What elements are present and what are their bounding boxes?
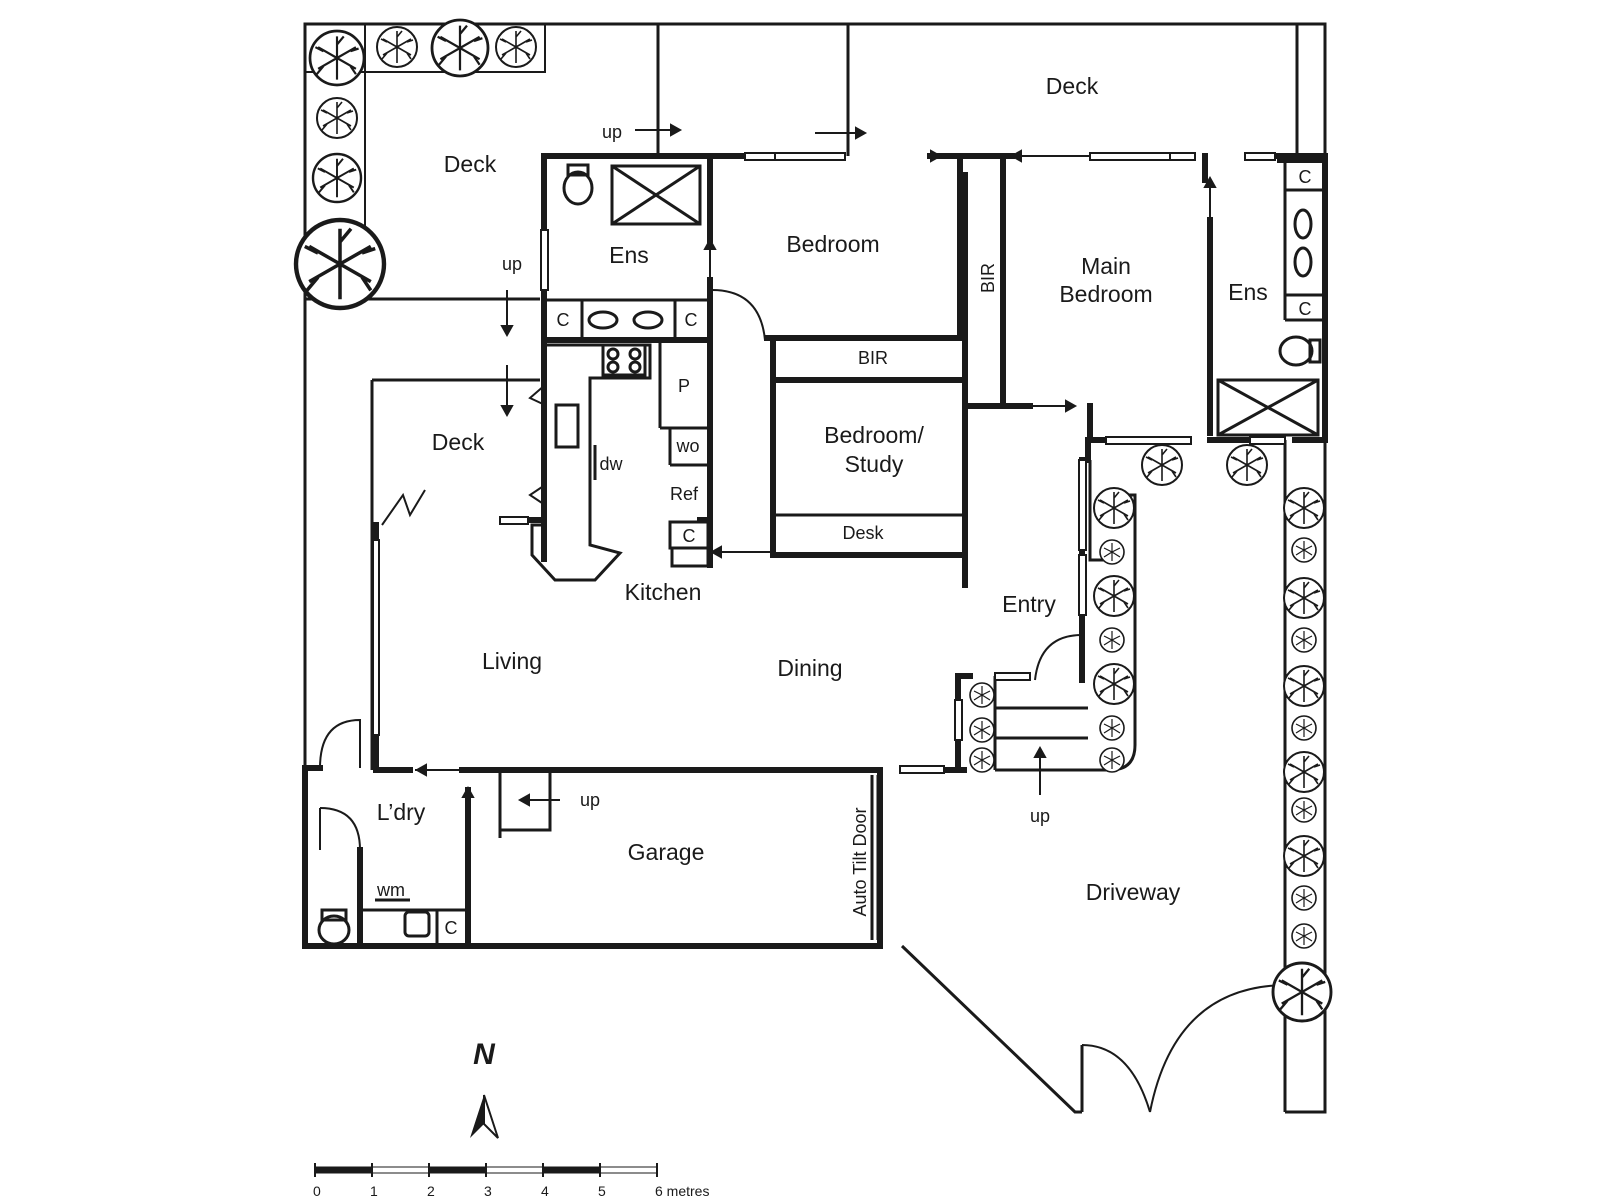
label-dishwasher: dw xyxy=(599,454,623,474)
scale-segment xyxy=(428,1166,487,1174)
label-entry: Entry xyxy=(1002,591,1056,617)
scale-segment xyxy=(485,1166,544,1174)
landscaping xyxy=(296,18,1333,1023)
label-ensuite-1: Ens xyxy=(609,242,649,268)
label-wall-oven: wo xyxy=(675,436,699,456)
label-ensuite-2: Ens xyxy=(1228,279,1268,305)
label-garage: Garage xyxy=(628,839,705,865)
walls xyxy=(302,153,1328,949)
label-cupboard-kitchen: C xyxy=(683,526,696,546)
label-deck-north: Deck xyxy=(1046,73,1099,99)
label-desk: Desk xyxy=(842,523,884,543)
direction-arrows xyxy=(414,123,1217,830)
label-bedroom-study-2: Study xyxy=(845,451,904,477)
windows xyxy=(372,152,1286,774)
north-arrow: N xyxy=(470,1038,499,1139)
label-pantry: P xyxy=(678,376,690,396)
label-kitchen: Kitchen xyxy=(625,579,702,605)
label-deck-west: Deck xyxy=(432,429,485,455)
scale-tick-label: 1 xyxy=(370,1183,378,1199)
label-bir-2: BIR xyxy=(858,348,888,368)
scale-tick-label: 2 xyxy=(427,1183,435,1199)
scale-segment xyxy=(599,1166,658,1174)
scale-bar: 0 1 2 3 4 5 6 metres xyxy=(313,1163,709,1199)
scale-tick-label: 0 xyxy=(313,1183,321,1199)
up-annotations: up up up up xyxy=(502,122,1050,826)
scale-tick-label: 5 xyxy=(598,1183,606,1199)
label-cupboard-laundry: C xyxy=(445,918,458,938)
label-bir-1: BIR xyxy=(978,263,998,293)
room-labels: Deck Deck Deck Ens Bedroom BIR BIR Main … xyxy=(377,73,1268,917)
label-up-garage: up xyxy=(580,790,600,810)
label-main-bedroom-1: Main xyxy=(1081,253,1131,279)
label-cupboard-ens2-bottom: C xyxy=(1299,299,1312,319)
door-swings xyxy=(319,289,1289,1113)
label-laundry: L’dry xyxy=(377,799,426,825)
label-up-deck-west: up xyxy=(502,254,522,274)
label-fridge: Ref xyxy=(670,484,699,504)
label-cupboard-ens1-right: C xyxy=(685,310,698,330)
scale-tick-label: 4 xyxy=(541,1183,549,1199)
scale-tick-label: 3 xyxy=(484,1183,492,1199)
label-auto-tilt-door: Auto Tilt Door xyxy=(850,807,870,916)
label-up-driveway: up xyxy=(1030,806,1050,826)
fixture-labels: P wo Ref dw wm C C C C C C xyxy=(376,167,1312,938)
scale-segment xyxy=(542,1166,601,1174)
internal-lines xyxy=(317,160,1325,1114)
label-up-deck-north: up xyxy=(602,122,622,142)
label-main-bedroom-2: Bedroom xyxy=(1059,281,1152,307)
scale-segment xyxy=(371,1166,430,1174)
label-deck-northwest: Deck xyxy=(444,151,497,177)
label-living: Living xyxy=(482,648,542,674)
scale-segment xyxy=(314,1166,373,1174)
label-dining: Dining xyxy=(777,655,842,681)
label-bedroom-study-1: Bedroom/ xyxy=(824,422,924,448)
label-bedroom: Bedroom xyxy=(786,231,879,257)
north-label: N xyxy=(473,1038,496,1071)
scale-tick-label: 6 metres xyxy=(655,1183,709,1199)
label-cupboard-ens2-top: C xyxy=(1299,167,1312,187)
label-cupboard-ens1-left: C xyxy=(557,310,570,330)
label-driveway: Driveway xyxy=(1086,879,1181,905)
label-washing-machine: wm xyxy=(376,880,405,900)
